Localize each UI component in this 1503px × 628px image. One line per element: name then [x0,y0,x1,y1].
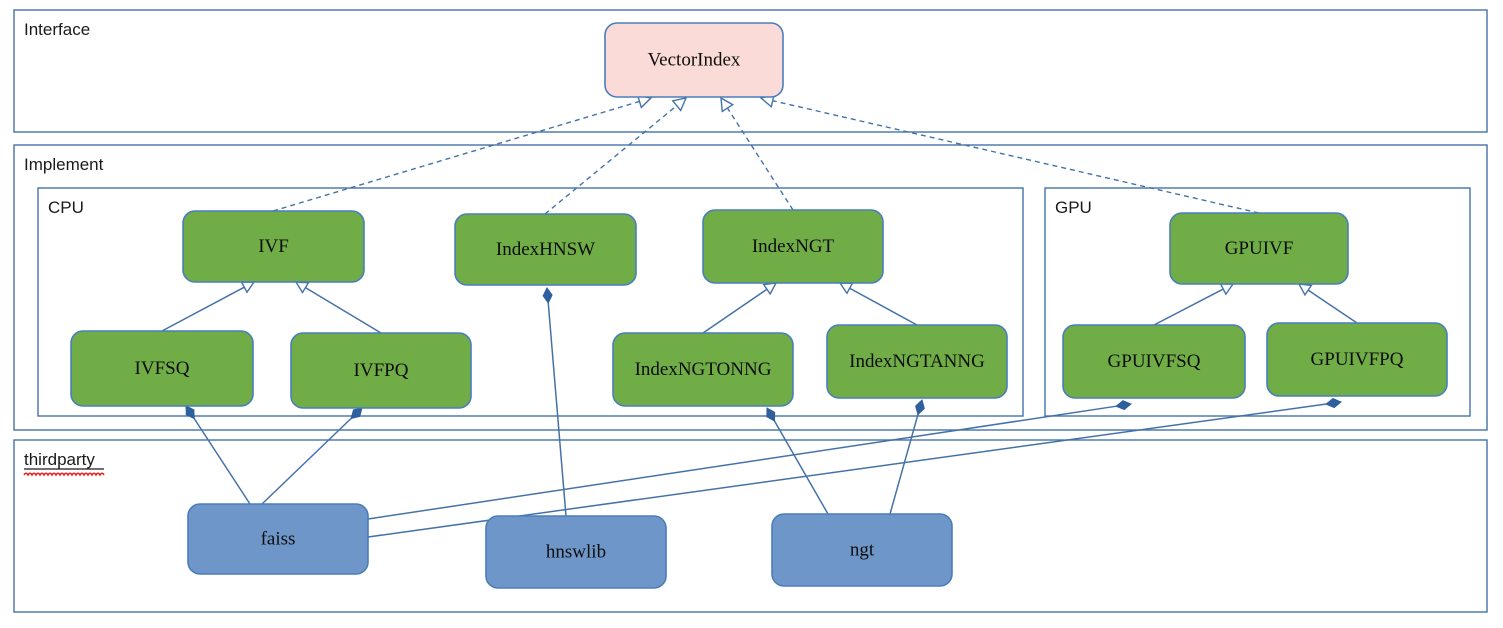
edge-line [192,416,251,505]
class-node-ngt[interactable]: ngt [771,513,953,587]
class-node-IndexNGTONNG[interactable]: IndexNGTONNG [612,332,794,407]
node-label-IVFPQ: IVFPQ [354,360,409,381]
node-label-VectorIndex: VectorIndex [648,49,741,70]
relationship-edges [161,93,1358,538]
class-node-IVFPQ[interactable]: IVFPQ [290,332,472,409]
group-label-implement: Implement [24,155,104,174]
edge-line [702,288,768,334]
edge-line [889,412,920,515]
node-label-GPUIVFSQ: GPUIVFSQ [1108,351,1201,372]
node-label-IVF: IVF [258,236,289,257]
class-node-GPUIVFPQ[interactable]: GPUIVFPQ [1266,322,1448,397]
class-node-IndexNGTANNG[interactable]: IndexNGTANNG [826,324,1008,399]
class-node-IVF[interactable]: IVF [182,210,365,283]
group-label-cpu: CPU [48,198,84,217]
node-label-GPUIVFPQ: GPUIVFPQ [1311,349,1404,370]
edge-line [849,287,918,326]
composition-diamond-icon [185,405,195,420]
realization-arrow-icon [671,97,688,112]
node-box-VectorIndex[interactable] [604,22,784,98]
composition-diamond-icon [915,399,925,416]
edge-line [261,416,354,505]
node-label-GPUIVF: GPUIVF [1225,238,1294,259]
composition-diamond-icon [542,287,553,304]
composition-diamond-icon [1325,397,1342,409]
edge-line [772,100,1260,214]
class-node-faiss[interactable]: faiss [187,503,369,575]
class-node-hnswlib[interactable]: hnswlib [485,515,667,589]
edge-faiss-to-GPUIVFPQ [367,397,1342,538]
node-label-IVFSQ: IVFSQ [135,358,190,379]
edge-IndexHNSW-to-VectorIndex [544,97,688,215]
edge-IndexNGT-to-VectorIndex [720,96,794,211]
node-label-faiss: faiss [261,528,296,549]
node-box-ngt[interactable] [771,513,953,587]
node-box-hnswlib[interactable] [485,515,667,589]
class-node-IndexNGT[interactable]: IndexNGT [702,209,884,284]
node-box-GPUIVFSQ[interactable] [1062,324,1246,399]
node-box-IVFPQ[interactable] [290,332,472,409]
edge-line [305,287,382,334]
composition-diamond-icon [350,407,363,420]
edge-line [726,107,794,211]
class-node-GPUIVF[interactable]: GPUIVF [1169,212,1349,285]
class-node-IndexHNSW[interactable]: IndexHNSW [454,213,637,286]
node-label-ngt: ngt [850,539,875,560]
node-label-IndexNGTONNG: IndexNGTONNG [635,359,772,380]
class-node-GPUIVFSQ[interactable]: GPUIVFSQ [1062,324,1246,399]
edge-hnswlib-to-IndexHNSW [542,287,567,517]
group-label-thirdparty: thirdparty [24,450,95,469]
edge-ngt-to-IndexNGTANNG [889,399,925,515]
edge-line [1153,288,1224,326]
class-node-VectorIndex[interactable]: VectorIndex [604,22,784,98]
composition-diamond-icon [766,407,776,422]
edge-line [367,405,1119,520]
composition-diamond-icon [1115,400,1132,411]
node-label-IndexNGTANNG: IndexNGTANNG [849,351,985,372]
edge-line [367,403,1329,538]
edge-faiss-to-IVFPQ [261,407,363,505]
node-box-IVF[interactable] [182,210,365,283]
group-label-interface: Interface [24,20,90,39]
node-box-GPUIVFPQ[interactable] [1266,322,1448,397]
node-box-GPUIVF[interactable] [1169,212,1349,285]
group-label-gpu: GPU [1055,198,1092,217]
node-label-IndexHNSW: IndexHNSW [496,239,595,260]
edge-line [544,105,678,215]
edge-line [272,100,640,212]
node-box-IndexNGTANNG[interactable] [826,324,1008,399]
edge-line [1307,289,1358,324]
edge-line [547,300,567,517]
node-box-IndexNGT[interactable] [702,209,884,284]
edge-line [161,286,245,332]
node-label-hnswlib: hnswlib [546,541,606,562]
node-box-IndexNGTONNG[interactable] [612,332,794,407]
edge-faiss-to-GPUIVFSQ [367,400,1132,520]
node-box-IndexHNSW[interactable] [454,213,637,286]
spellcheck-squiggle-icon [23,472,105,477]
class-node-IVFSQ[interactable]: IVFSQ [70,330,254,407]
node-box-faiss[interactable] [187,503,369,575]
realization-arrow-icon [720,96,735,113]
edge-line [772,418,829,515]
node-box-IVFSQ[interactable] [70,330,254,407]
edge-faiss-to-IVFSQ [185,405,251,505]
edge-ngt-to-IndexNGTONNG [766,407,829,515]
node-label-IndexNGT: IndexNGT [752,236,835,257]
